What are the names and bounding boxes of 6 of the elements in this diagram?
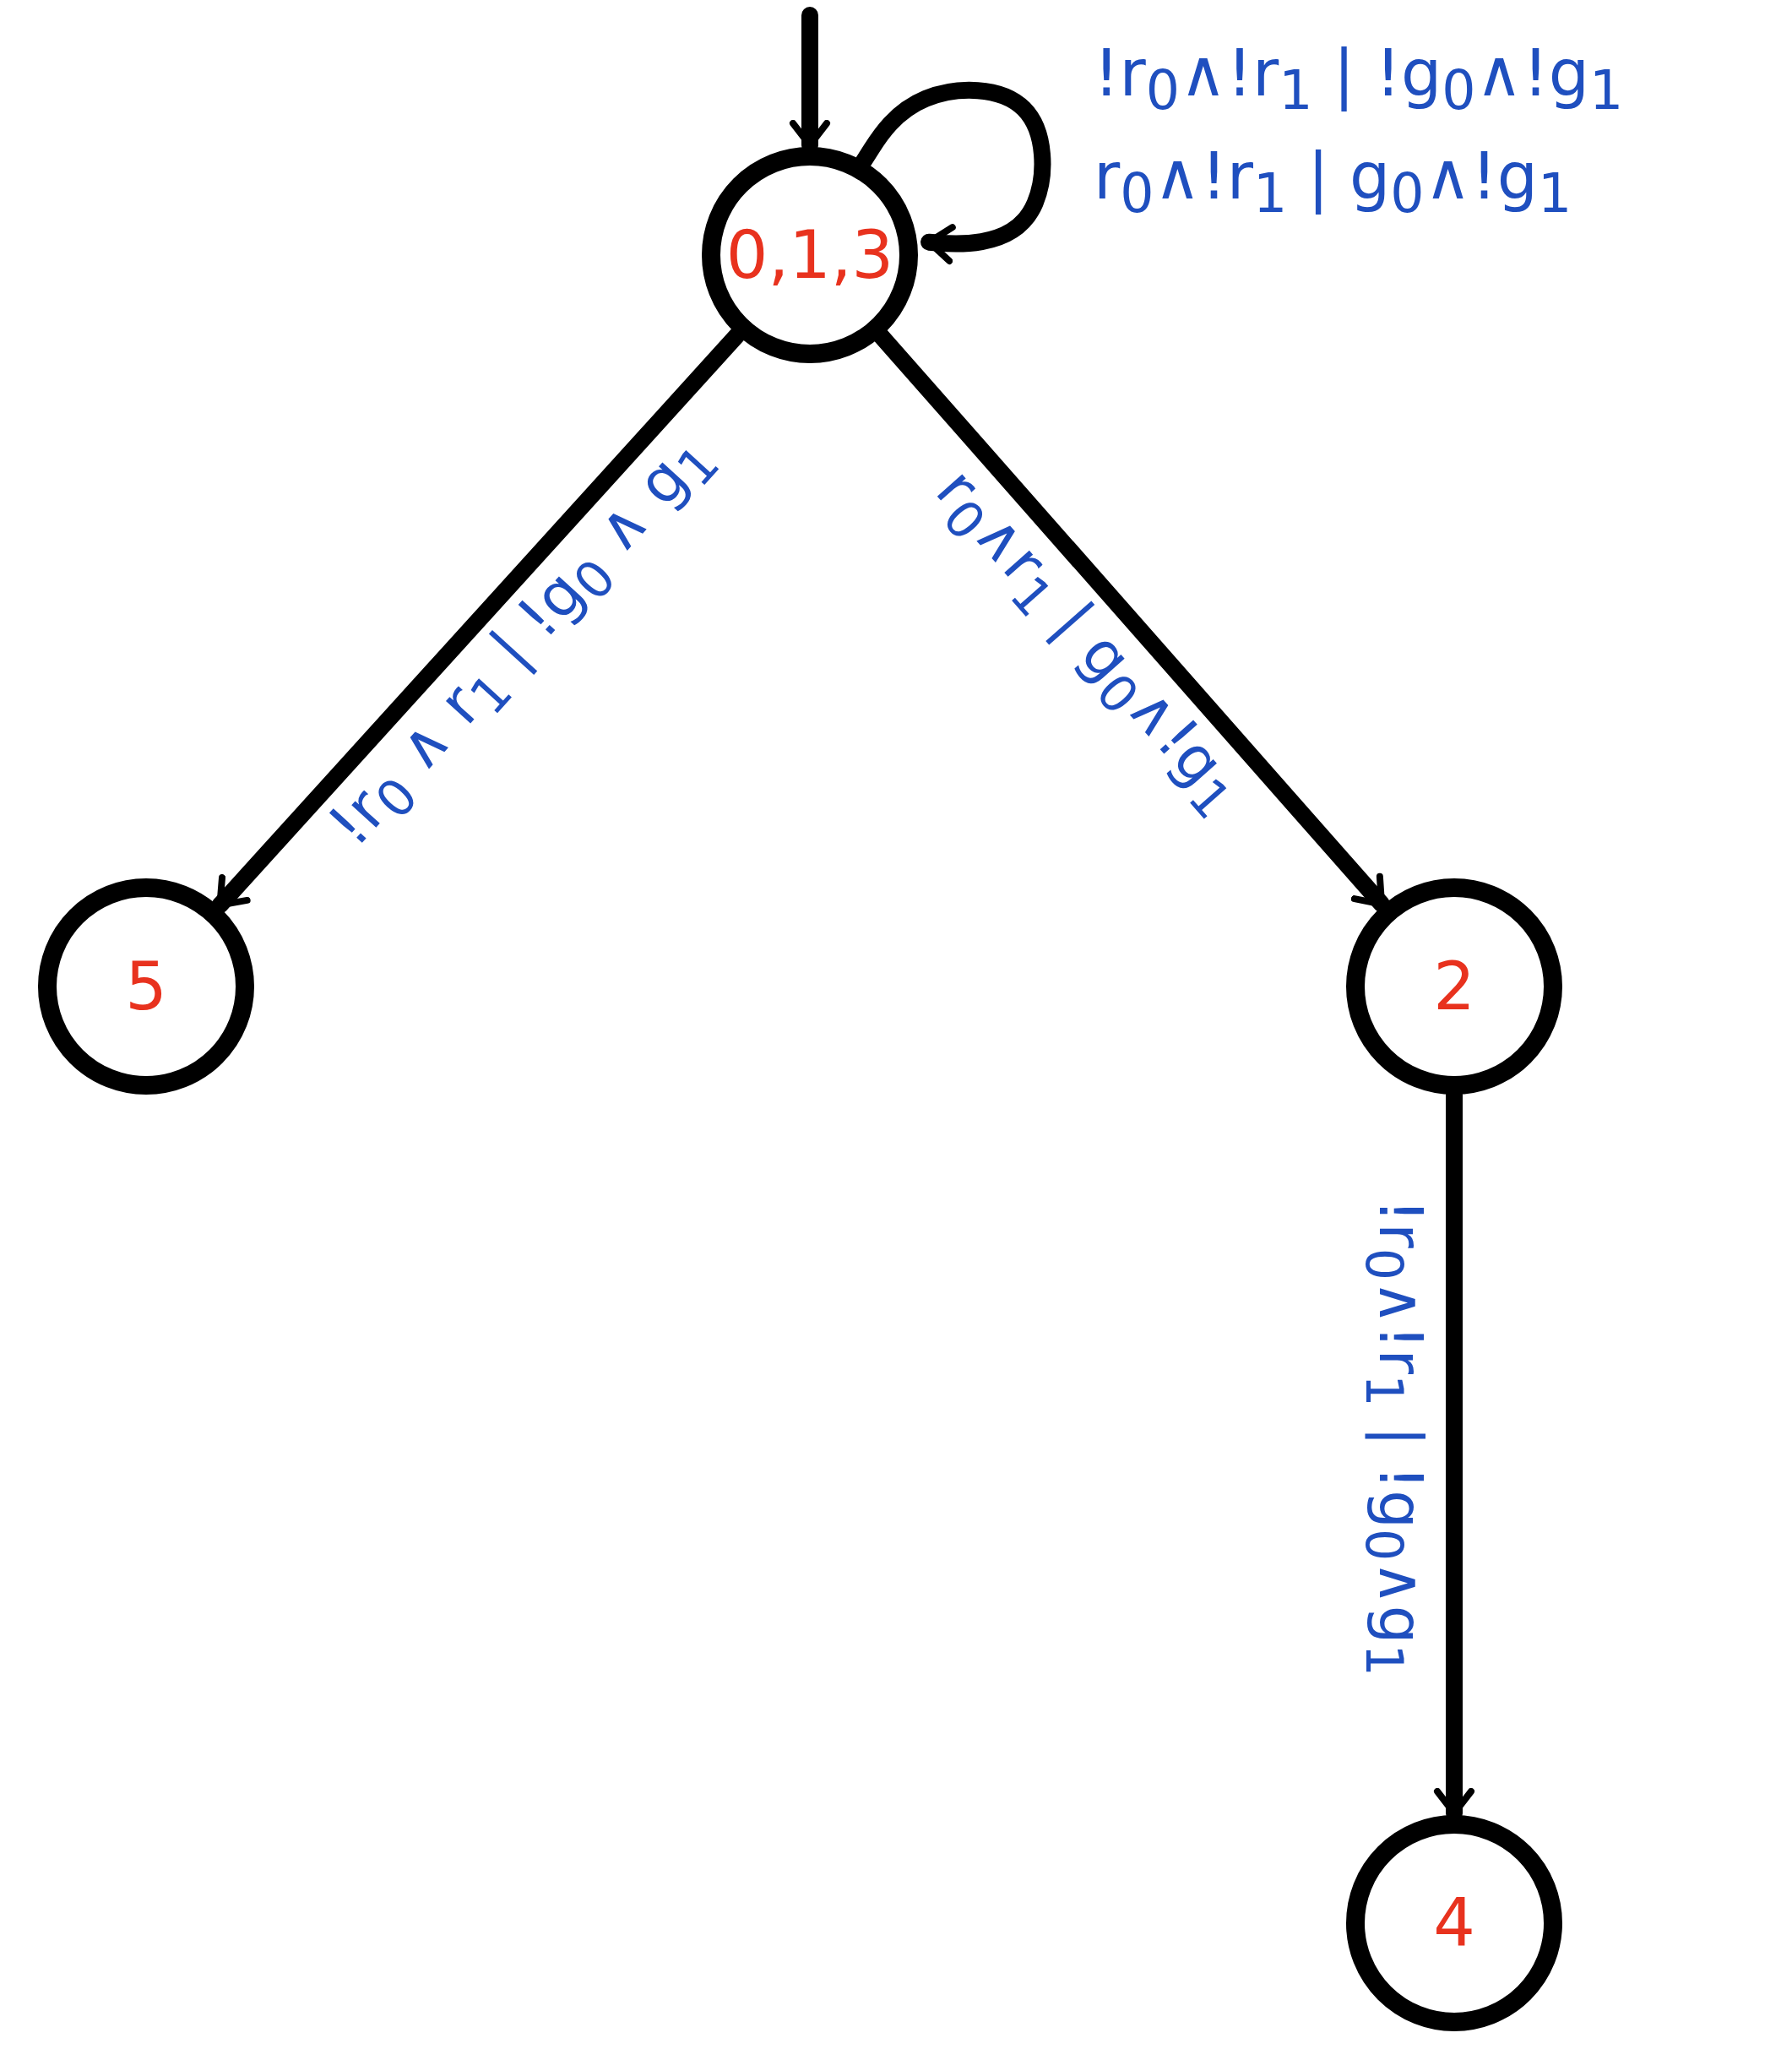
state-label: 4 — [1433, 1885, 1475, 1961]
state-label: 2 — [1433, 948, 1475, 1024]
state-label: 0,1,3 — [725, 217, 894, 293]
state-label: 5 — [125, 948, 167, 1024]
edge-label: !r$_{0}$∧!r$_{1}$ | !g$_{0}$∧!g$_{1}$ r$_{0}$∧!r$_{1}$ | g$_{0}$∧!g$_{1}$ — [1093, 35, 1625, 227]
self-loop-arrow — [855, 81, 1051, 264]
